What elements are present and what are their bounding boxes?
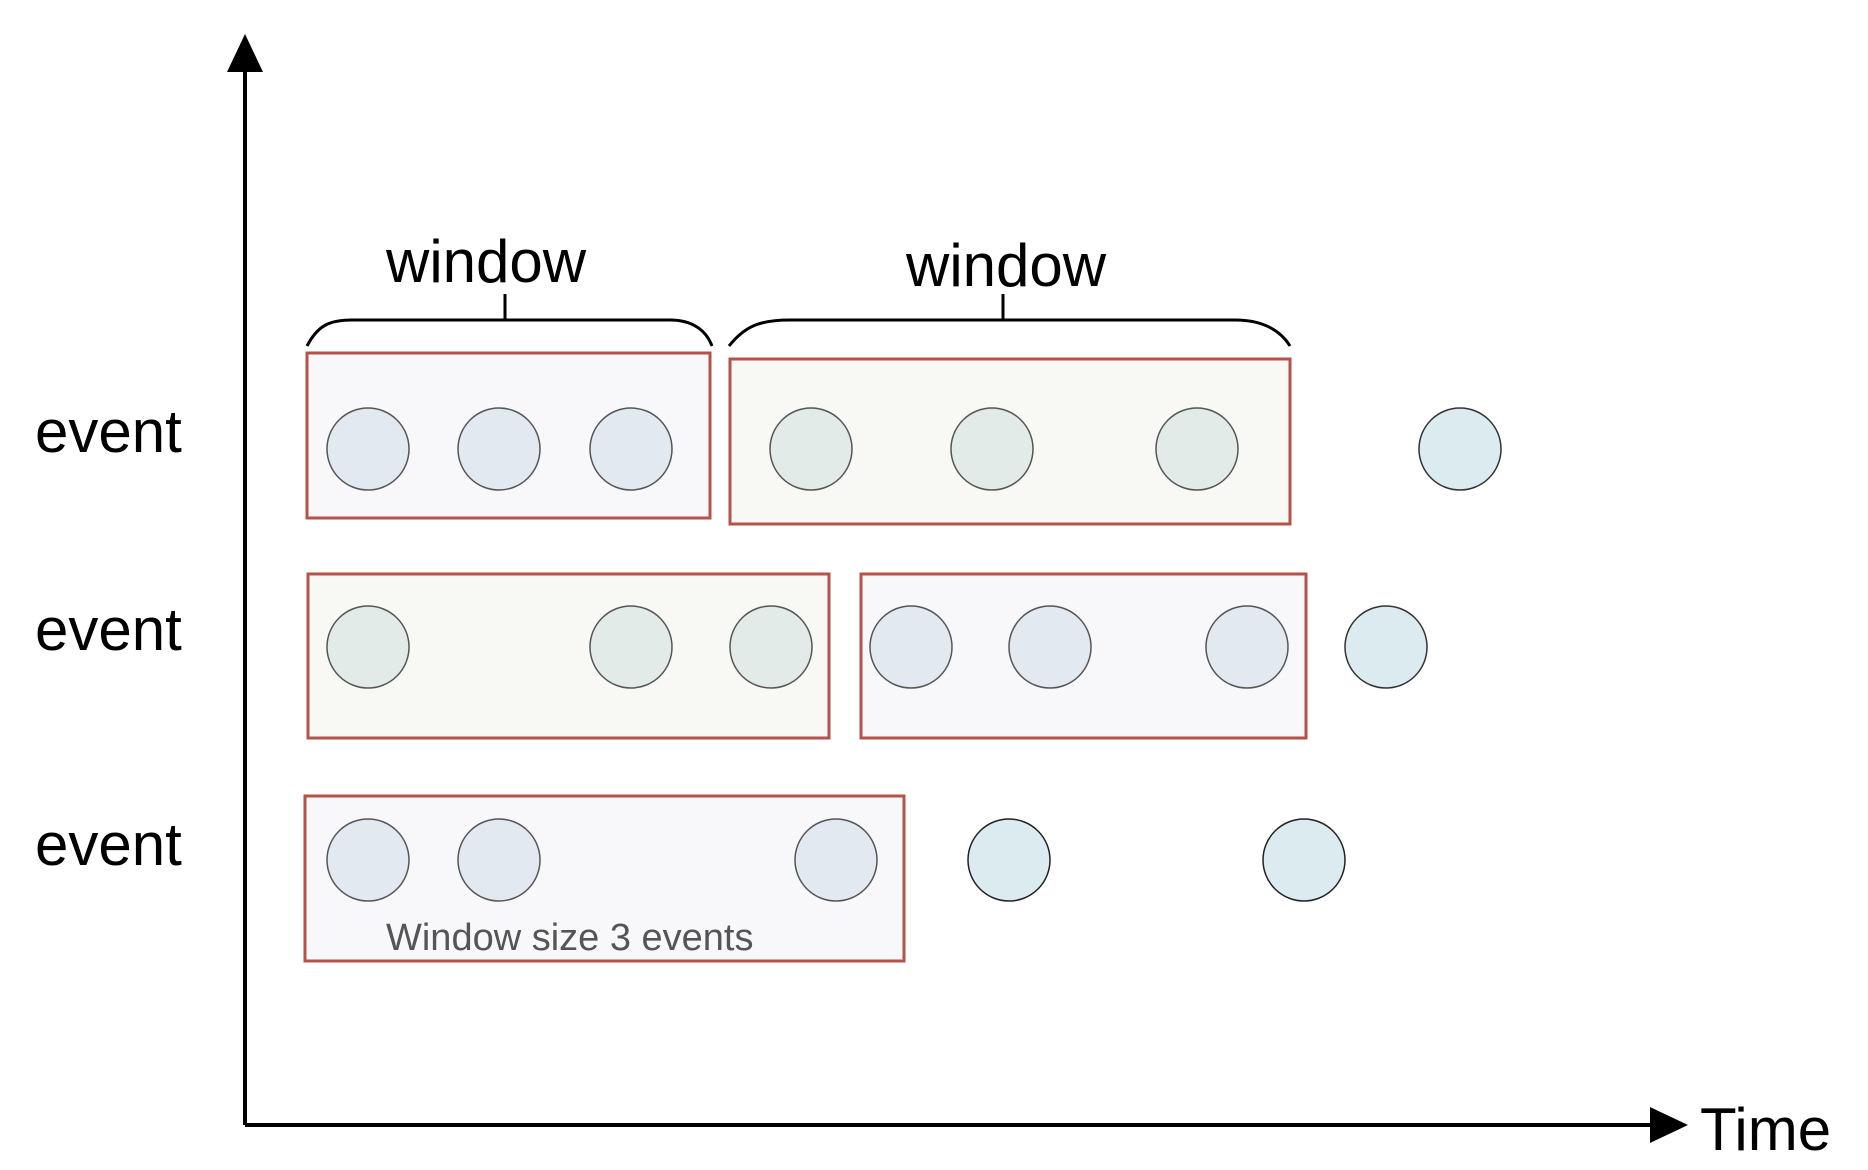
event-dot [326, 818, 410, 902]
event-dot [1205, 605, 1289, 689]
event-dot [1344, 605, 1428, 689]
y-axis-arrowhead [227, 34, 263, 72]
x-axis-label: Time [1700, 1096, 1831, 1163]
event-dot [589, 407, 673, 491]
window-brace-1 [305, 294, 714, 347]
event-dot [457, 407, 541, 491]
row-label-2: event [35, 596, 182, 663]
event-dot [869, 605, 953, 689]
x-axis-arrowhead [1650, 1107, 1688, 1143]
event-dot [457, 818, 541, 902]
event-dot [1262, 818, 1346, 902]
brace-label-2: window [905, 232, 1107, 299]
window-caption: Window size 3 events [386, 917, 754, 959]
event-dot [729, 605, 813, 689]
event-dot [769, 407, 853, 491]
event-dot [326, 605, 410, 689]
event-dot [326, 407, 410, 491]
event-dot [1418, 407, 1502, 491]
event-dot [1155, 407, 1239, 491]
event-dot [1008, 605, 1092, 689]
event-dot [950, 407, 1034, 491]
window-brace-2 [727, 294, 1292, 347]
event-dot [967, 818, 1051, 902]
row-label-3: event [35, 811, 182, 878]
event-dot [794, 818, 878, 902]
row-label-1: event [35, 398, 182, 465]
brace-label-1: window [385, 228, 587, 295]
event-dot [589, 605, 673, 689]
